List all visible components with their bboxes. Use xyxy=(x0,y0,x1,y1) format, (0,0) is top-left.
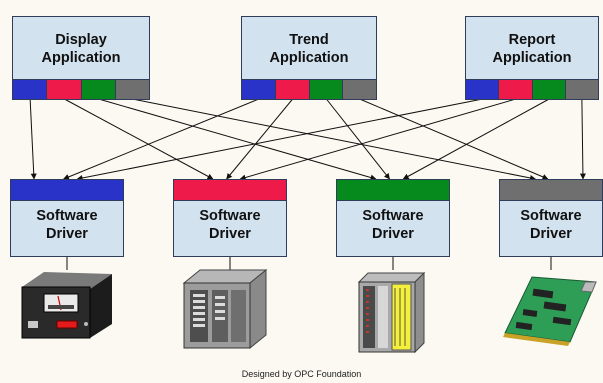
connector-arrow xyxy=(359,98,549,180)
connector-arrow xyxy=(98,98,377,181)
strip-cell-gray xyxy=(115,80,149,99)
connector-arrow xyxy=(76,98,483,181)
driver-box-2: Software Driver xyxy=(173,179,287,257)
color-strip xyxy=(242,79,376,99)
app-box-report: Report Application xyxy=(465,16,599,100)
driver-label: Software Driver xyxy=(36,208,98,242)
strip-cell-green xyxy=(81,80,116,99)
strip-cell-red xyxy=(499,80,533,99)
plc-controller-icon xyxy=(182,268,268,350)
driver-color-header xyxy=(337,180,449,201)
footer-credit: Designed by OPC Foundation xyxy=(241,369,362,379)
connector-arrow xyxy=(64,98,214,180)
strip-cell-gray xyxy=(343,80,376,99)
strip-cell-gray xyxy=(565,80,598,99)
driver-box-1: Software Driver xyxy=(10,179,124,257)
connector-arrow xyxy=(226,98,294,180)
connector-arrow xyxy=(325,98,390,180)
driver-color-header xyxy=(11,180,123,201)
driver-box-3: Software Driver xyxy=(336,179,450,257)
strip-cell-blue xyxy=(466,80,500,99)
driver-label: Software Driver xyxy=(362,208,424,242)
io-module-icon xyxy=(357,271,426,354)
panel-meter-icon xyxy=(21,272,112,339)
driver-label: Software Driver xyxy=(199,208,261,242)
driver-label: Software Driver xyxy=(520,208,582,242)
app-box-display: Display Application xyxy=(12,16,150,100)
driver-color-header xyxy=(500,180,602,201)
app-label-report: Report Application xyxy=(492,32,572,66)
color-strip xyxy=(13,79,149,99)
strip-cell-green xyxy=(532,80,566,99)
app-label-trend: Trend Application xyxy=(269,32,349,66)
connector-arrow xyxy=(239,98,517,181)
connector-arrow xyxy=(29,98,37,180)
driver-box-4: Software Driver xyxy=(499,179,603,257)
strip-cell-blue xyxy=(13,80,48,99)
driver-color-header xyxy=(174,180,286,201)
connector-arrow xyxy=(132,98,536,181)
interface-card-icon xyxy=(503,276,597,346)
strip-cell-red xyxy=(47,80,82,99)
color-strip xyxy=(466,79,598,99)
strip-cell-blue xyxy=(242,80,276,99)
app-label-display: Display Application xyxy=(41,32,121,66)
strip-cell-green xyxy=(309,80,344,99)
app-box-trend: Trend Application xyxy=(241,16,377,100)
connector-arrow xyxy=(402,98,550,180)
strip-cell-red xyxy=(275,80,310,99)
connector-arrow xyxy=(63,98,260,180)
connector-arrow xyxy=(579,98,586,180)
